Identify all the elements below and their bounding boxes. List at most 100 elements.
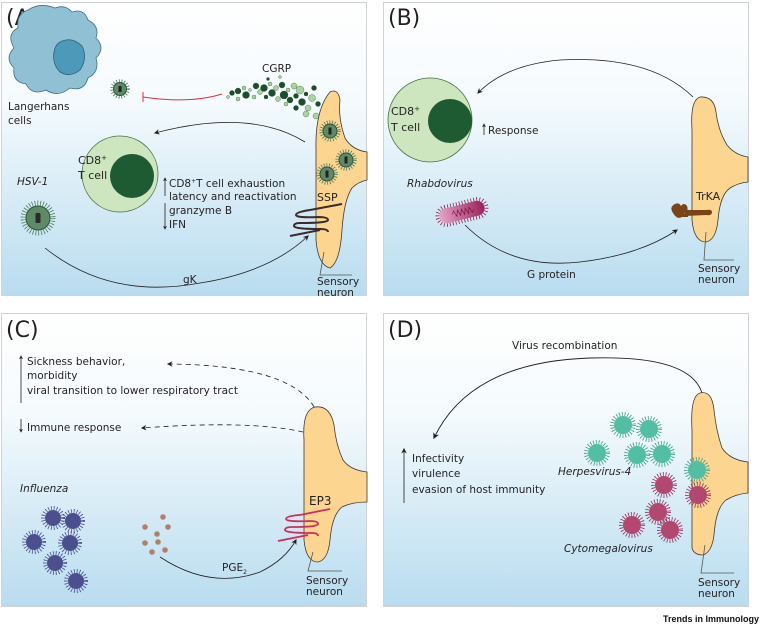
cytomegalovirus-virion	[657, 517, 683, 543]
hsv-virion-in-neuron-2	[335, 149, 357, 171]
neuron-c-pointer	[307, 551, 342, 572]
influenza-virion	[61, 509, 85, 533]
pge2-molecule	[142, 540, 148, 546]
cgrp-vesicle	[303, 91, 309, 97]
pge2-molecule	[142, 524, 148, 530]
arrow-pge2	[159, 539, 297, 579]
effect-d-virulence: virulence	[412, 468, 460, 480]
cgrp-inhibition-line	[142, 93, 223, 101]
cytomegalovirus-virion	[619, 512, 645, 538]
effect-a-latency: latency and reactivation	[169, 191, 297, 203]
tcell-a-label-line1: CD8+	[78, 154, 107, 167]
neuron-b-label-line2: neuron	[698, 274, 735, 286]
cgrp-vesicle	[302, 110, 310, 118]
pge2-molecule	[160, 514, 166, 520]
sensory-neuron-c	[303, 406, 368, 563]
sensory-neuron-d	[691, 392, 749, 556]
neuron-c-label-line1: Sensory	[306, 575, 348, 587]
effect-b-response: Response	[488, 125, 538, 137]
cytomegalovirus-virion	[645, 499, 671, 525]
effect-d-evasion: evasion of host immunity	[412, 484, 545, 496]
pge2-molecule	[165, 524, 171, 530]
neuron-a-pointer	[319, 251, 352, 276]
cytomegalovirus-virion	[651, 472, 677, 498]
cgrp-vesicles	[226, 75, 321, 120]
neuron-d-pointer	[700, 544, 734, 574]
arrow-neuron-to-tcell-b	[477, 59, 694, 98]
effect-a-granzyme: granzyme B	[169, 205, 232, 217]
cgrp-vesicle	[257, 89, 263, 95]
cgrp-vesicle	[267, 81, 273, 87]
cgrp-vesicle	[293, 93, 299, 99]
cgrp-vesicle	[226, 95, 230, 99]
effect-c-immune-response: Immune response	[27, 422, 121, 434]
arrow-g-protein	[464, 224, 678, 264]
neuron-d-label-line2: neuron	[698, 588, 735, 600]
herpesvirus-virion	[684, 457, 710, 483]
herpesvirus-label: Herpesvirus-4	[558, 466, 631, 478]
herpesvirus-virion	[584, 440, 610, 466]
hsv1-label: HSV-1	[17, 176, 48, 188]
tcell-a-label-line2: T cell	[77, 169, 107, 182]
pge2-label: PGE2	[222, 562, 247, 576]
cgrp-vesicle	[279, 90, 289, 100]
effect-a-ifn: IFN	[169, 219, 186, 231]
g-protein-label: G protein	[527, 269, 576, 281]
virus-recombination-label: Virus recombination	[512, 340, 617, 352]
hsv-virion-in-neuron-3	[316, 163, 338, 185]
panel-c: (C) Sickness behavior, morbidity viral t…	[1, 313, 368, 607]
herpesvirus-virion	[649, 441, 675, 467]
influenza-label: Influenza	[20, 483, 68, 495]
neuron-a-label-line1: Sensory	[317, 276, 359, 288]
cgrp-vesicle	[295, 85, 305, 95]
langerhans-nucleus	[53, 39, 85, 75]
trka-receptor	[671, 203, 712, 218]
rhabdovirus-label: Rhabdovirus	[407, 178, 473, 190]
trka-label: TrKA	[695, 190, 721, 203]
cytomegalovirus-label: Cytomegalovirus	[564, 543, 653, 555]
ssp-receptor	[289, 203, 343, 237]
cgrp-vesicle	[248, 88, 252, 92]
cgrp-vesicle	[278, 81, 286, 89]
influenza-virion	[64, 569, 88, 593]
cgrp-vesicle	[273, 85, 279, 91]
neuron-c-label-line2: neuron	[306, 586, 343, 598]
influenza-virion	[58, 531, 82, 555]
pge2-molecules	[142, 514, 171, 555]
neuron-b-label-line1: Sensory	[698, 263, 740, 275]
panel-c-letter: (C)	[6, 318, 39, 343]
panel-b: (B) CD8+ T cell Response Rhabdovirus G p…	[383, 2, 749, 296]
tcell-b-label-line1: CD8+	[391, 105, 420, 118]
cgrp-label: CGRP	[262, 63, 291, 75]
panel-d: (D) Virus recombination Infectivity viru…	[383, 313, 749, 607]
cgrp-vesicle	[290, 82, 298, 90]
effect-c-morbidity: morbidity	[27, 370, 77, 382]
cgrp-vesicle	[242, 91, 250, 99]
cgrp-vesicle	[315, 101, 321, 107]
cgrp-vesicle	[260, 84, 268, 92]
cgrp-vesicle	[235, 96, 241, 102]
arrow-virus-recombination	[433, 357, 703, 440]
influenza-virion	[43, 551, 67, 575]
tcell-b-label-line2: T cell	[390, 121, 420, 134]
gk-label: gK	[183, 274, 198, 286]
hsv-virion-in-neuron-1	[319, 120, 341, 142]
tcell-b-nucleus	[428, 99, 472, 143]
panel-b-letter: (B)	[388, 6, 420, 31]
effect-d-infectivity: Infectivity	[412, 453, 464, 465]
herpesvirus-virion	[636, 416, 662, 442]
cgrp-vesicle	[283, 101, 289, 107]
effect-c-sickness: Sickness behavior,	[27, 356, 125, 368]
cgrp-vesicle	[234, 87, 242, 95]
effect-c-viral-transition: viral transition to lower respiratory tr…	[27, 385, 238, 397]
dashed-arrow-sickness	[166, 361, 319, 416]
cgrp-vesicle	[268, 89, 276, 97]
recombining-virions	[584, 412, 711, 543]
cgrp-vesicle	[252, 82, 260, 90]
cgrp-vesicle	[308, 94, 316, 102]
cgrp-vesicle	[229, 90, 235, 96]
influenza-virions	[22, 506, 88, 593]
hsv1-virion	[20, 200, 56, 236]
cgrp-vesicle	[263, 94, 269, 100]
pge2-molecule	[149, 549, 155, 555]
